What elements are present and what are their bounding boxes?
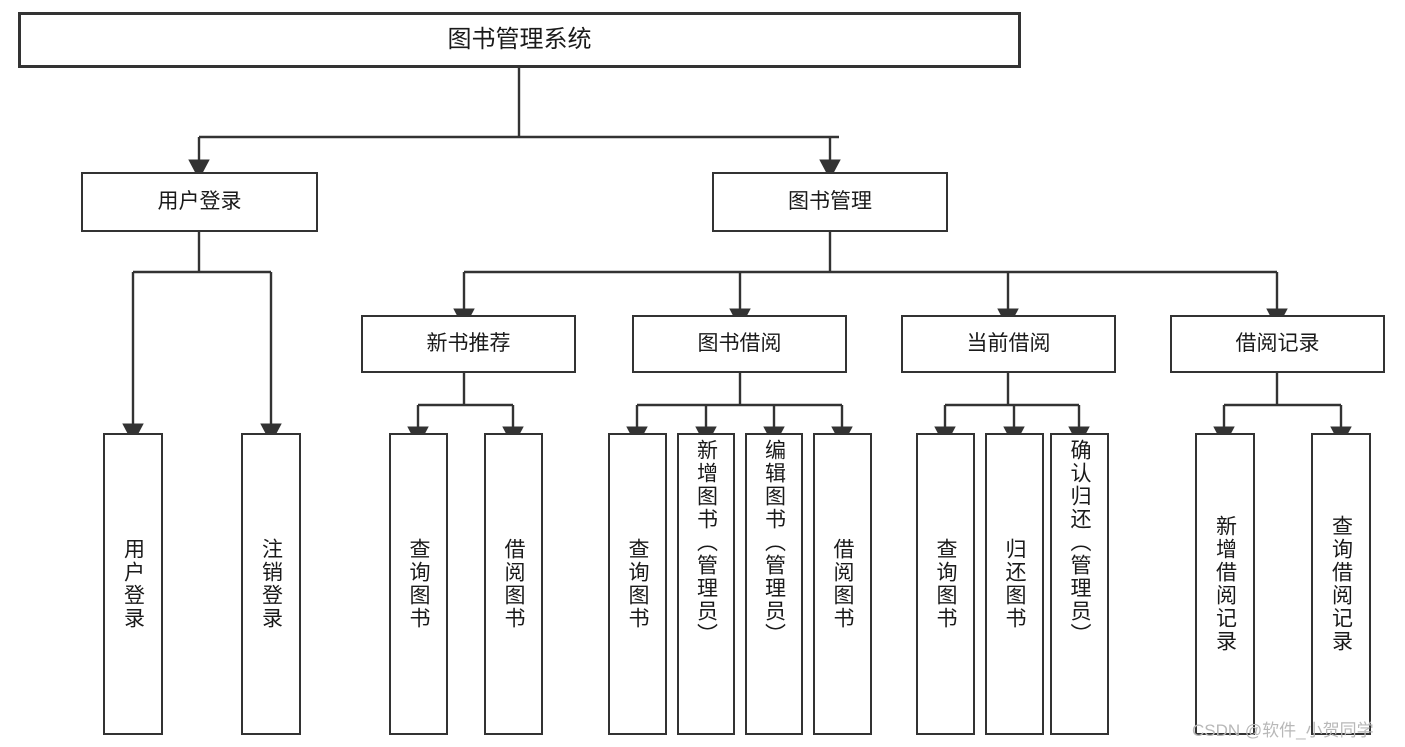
leaf-current-borrow-return-label: 归还图书 [1003,538,1026,630]
node-book-borrow[interactable]: 图书借阅 [632,315,847,373]
node-root-book-management-system[interactable]: 图书管理系统 [18,12,1021,68]
leaf-borrow-record-add-label: 新增借阅记录 [1213,515,1237,653]
leaf-book-borrow-query-label: 查询图书 [626,538,649,630]
leaf-book-borrow-add-label: 新增图书（管理员） [694,439,718,646]
node-new-book-recommend-label: 新书推荐 [426,331,511,355]
node-book-borrow-label: 图书借阅 [697,331,782,355]
node-current-borrow-label: 当前借阅 [966,331,1051,355]
leaf-user-login-logout-label: 注销登录 [259,538,283,630]
node-borrow-record[interactable]: 借阅记录 [1170,315,1385,373]
leaf-new-book-borrow[interactable]: 借阅图书 [484,433,543,735]
node-user-login[interactable]: 用户登录 [81,172,318,232]
leaf-borrow-record-query-label: 查询借阅记录 [1329,515,1353,653]
leaf-user-login-logout[interactable]: 注销登录 [241,433,301,735]
leaf-book-borrow-borrow[interactable]: 借阅图书 [813,433,872,735]
leaf-borrow-record-query[interactable]: 查询借阅记录 [1311,433,1371,735]
leaf-user-login-login-label: 用户登录 [121,538,145,630]
leaf-user-login-login[interactable]: 用户登录 [103,433,163,735]
watermark-text: CSDN @软件_小贺同学 [1192,721,1374,740]
leaf-new-book-query-label: 查询图书 [407,538,430,630]
leaf-current-borrow-confirm-return-label: 确认归还（管理员） [1068,439,1091,646]
leaf-current-borrow-query[interactable]: 查询图书 [916,433,975,735]
leaf-new-book-borrow-label: 借阅图书 [502,538,525,630]
node-root-label: 图书管理系统 [447,26,592,54]
leaf-new-book-query[interactable]: 查询图书 [389,433,448,735]
node-new-book-recommend[interactable]: 新书推荐 [361,315,576,373]
node-user-login-label: 用户登录 [157,189,242,213]
leaf-book-borrow-edit[interactable]: 编辑图书（管理员） [745,433,803,735]
leaf-borrow-record-add[interactable]: 新增借阅记录 [1195,433,1255,735]
leaf-book-borrow-edit-label: 编辑图书（管理员） [762,439,786,646]
node-borrow-record-label: 借阅记录 [1235,331,1320,355]
leaf-book-borrow-add[interactable]: 新增图书（管理员） [677,433,735,735]
node-book-management-label: 图书管理 [788,189,872,213]
leaf-current-borrow-query-label: 查询图书 [934,538,957,630]
node-book-management[interactable]: 图书管理 [712,172,948,232]
leaf-book-borrow-borrow-label: 借阅图书 [831,538,854,630]
leaf-current-borrow-confirm-return[interactable]: 确认归还（管理员） [1050,433,1109,735]
leaf-book-borrow-query[interactable]: 查询图书 [608,433,667,735]
node-current-borrow[interactable]: 当前借阅 [901,315,1116,373]
leaf-current-borrow-return[interactable]: 归还图书 [985,433,1044,735]
